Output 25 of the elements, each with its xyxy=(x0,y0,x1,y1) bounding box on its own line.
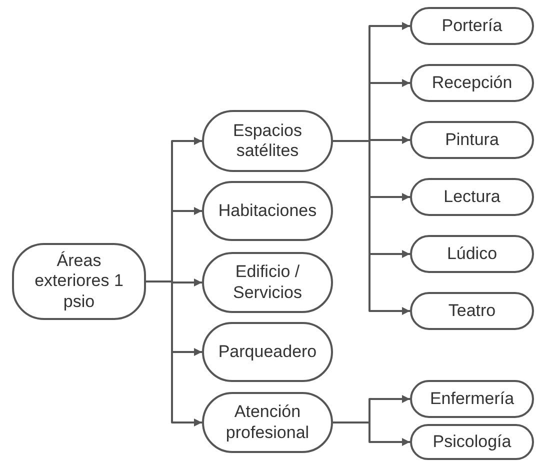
node-label: Enfermería xyxy=(430,388,514,410)
arrow xyxy=(333,140,410,315)
node-label: Lectura xyxy=(444,186,500,208)
node-label: Lúdico xyxy=(446,244,498,264)
rounded-node xyxy=(410,424,534,460)
node-label: Habitaciones xyxy=(218,200,317,222)
node-label: Atención profesional xyxy=(224,402,310,443)
rounded-node xyxy=(410,380,534,418)
rounded-node xyxy=(410,235,534,273)
rounded-node xyxy=(410,292,534,330)
rounded-node xyxy=(410,7,534,45)
rounded-node xyxy=(410,121,534,159)
arrow xyxy=(333,422,410,446)
rounded-node xyxy=(410,64,534,102)
node-label: Edificio / Servicios xyxy=(232,262,303,303)
node-label: Áreas exteriores 1 psio xyxy=(34,250,124,312)
node-label: Pintura xyxy=(445,130,499,150)
node-label: Teatro xyxy=(448,300,496,322)
node-label: Recepción xyxy=(432,72,512,94)
node-label: Portería xyxy=(442,16,502,36)
rounded-node xyxy=(12,243,146,320)
node-label: Parqueadero xyxy=(218,342,317,362)
node-label: Espacios satélites xyxy=(232,120,303,162)
node-label: Psicología xyxy=(432,432,512,452)
rounded-node xyxy=(410,178,534,216)
